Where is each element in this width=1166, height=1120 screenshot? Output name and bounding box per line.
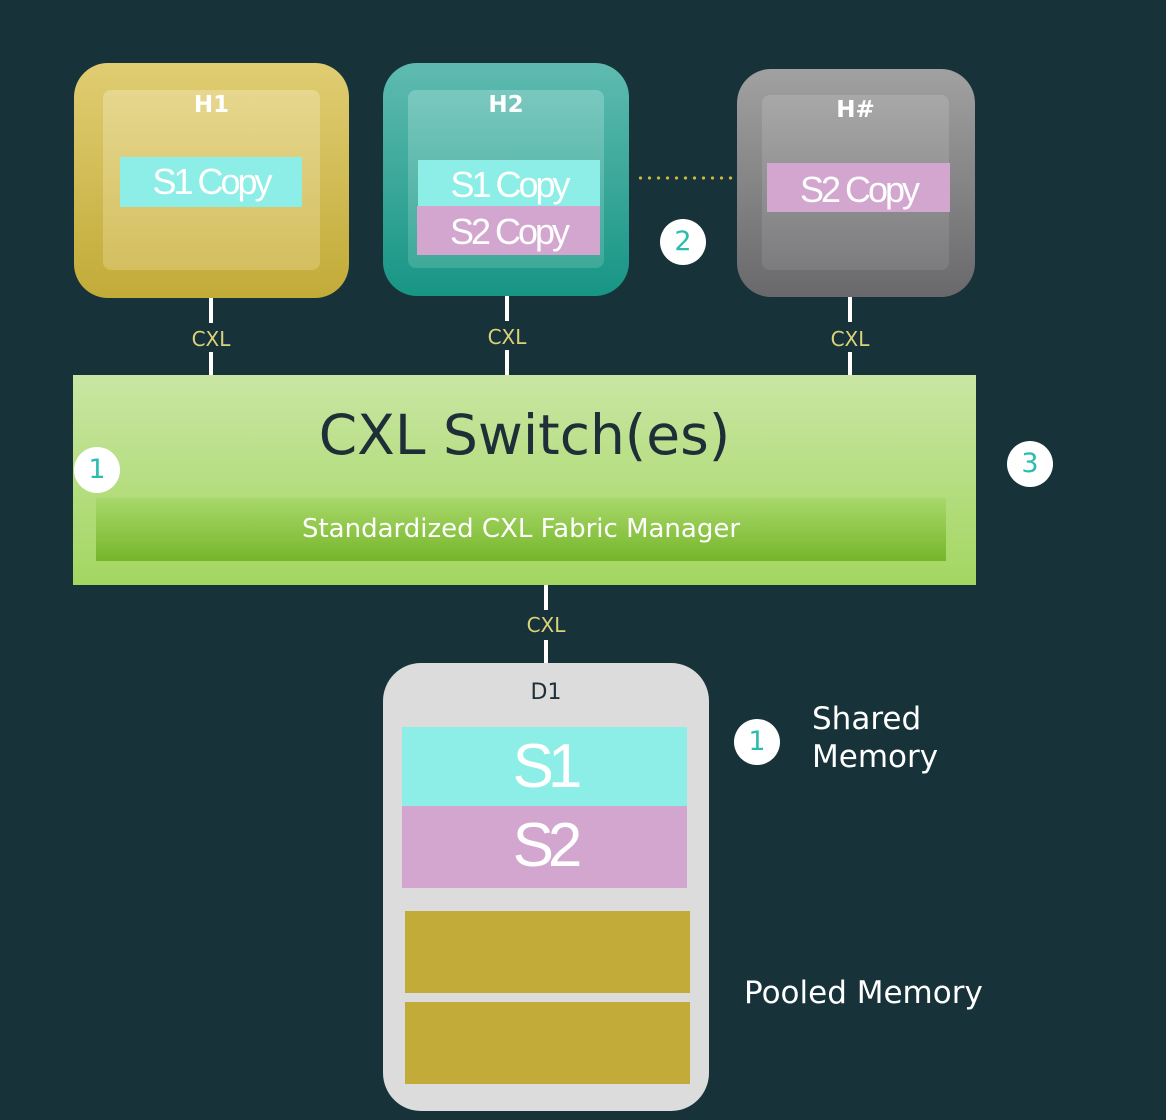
badge-2: 2 — [660, 219, 706, 265]
link-hn-top — [848, 297, 852, 322]
pooled-block-2 — [405, 1002, 690, 1084]
link-h2-top — [505, 296, 509, 321]
link-d1-bottom — [544, 640, 548, 663]
link-h2-bottom — [505, 350, 509, 375]
link-h1-top — [209, 298, 213, 323]
pooled-block-1 — [405, 911, 690, 993]
fabric-manager-bar: Standardized CXL Fabric Manager — [96, 498, 946, 561]
s1-copy-block: S1 Copy — [120, 157, 302, 207]
badge-3: 3 — [1007, 441, 1053, 487]
shared-segment-s2: S2 — [402, 806, 687, 888]
link-h2-label: CXL — [487, 325, 527, 349]
device-d1: D1 S1 S2 — [383, 663, 709, 1111]
device-d1-title: D1 — [530, 680, 562, 705]
badge-1-switch: 1 — [74, 447, 120, 493]
host-hn: H# S2 Copy — [737, 69, 975, 297]
shared-memory-line1: Shared — [812, 701, 922, 737]
host-h1-title: H1 — [193, 92, 230, 118]
host-h1-inner: H1 S1 Copy — [103, 90, 320, 270]
dotted-continuation — [636, 176, 740, 180]
host-hn-inner: H# S2 Copy — [762, 95, 950, 270]
badge-1-shared: 1 — [734, 719, 780, 765]
s2-copy-block: S2 Copy — [767, 163, 950, 212]
cxl-switch: CXL Switch(es) Standardized CXL Fabric M… — [73, 375, 976, 585]
link-hn-label: CXL — [830, 327, 870, 351]
link-h1-label: CXL — [191, 327, 231, 351]
host-h1: H1 S1 Copy — [74, 63, 349, 298]
host-h2: H2 S1 Copy S2 Copy — [383, 63, 629, 296]
link-d1-top — [544, 585, 548, 610]
link-h1-bottom — [209, 352, 213, 375]
host-h2-title: H2 — [488, 92, 524, 118]
link-hn-bottom — [848, 352, 852, 375]
shared-segment-s1: S1 — [402, 727, 687, 806]
fabric-manager-label: Standardized CXL Fabric Manager — [301, 514, 741, 544]
s2-copy-block: S2 Copy — [417, 206, 600, 255]
link-d1-label: CXL — [526, 613, 566, 637]
shared-memory-line2: Memory — [812, 739, 939, 775]
s1-copy-block: S1 Copy — [418, 160, 600, 206]
host-h2-inner: H2 S1 Copy S2 Copy — [408, 90, 604, 268]
pooled-memory-label: Pooled Memory — [744, 975, 983, 1011]
shared-memory-label: Shared Memory — [812, 700, 938, 776]
switch-title: CXL Switch(es) — [318, 403, 731, 467]
host-hn-title: H# — [836, 97, 875, 123]
